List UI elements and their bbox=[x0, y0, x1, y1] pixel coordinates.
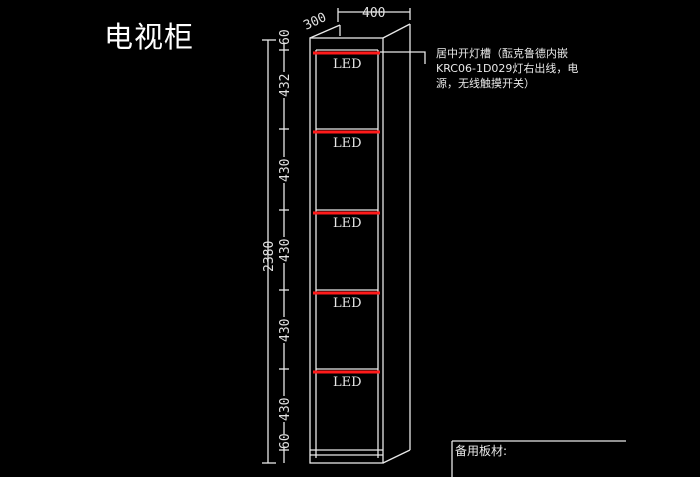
spare-material-label: 备用板材: bbox=[455, 444, 508, 458]
drawing-line bbox=[278, 317, 290, 343]
segment-dimension: 60 bbox=[278, 29, 293, 45]
drawing-line bbox=[278, 396, 290, 422]
led-label: LED bbox=[333, 375, 362, 390]
led-label: LED bbox=[333, 216, 362, 231]
drawing-line bbox=[278, 237, 290, 263]
led-label: LED bbox=[333, 296, 362, 311]
segment-dimension: 430 bbox=[278, 319, 293, 342]
drawing-line bbox=[382, 23, 411, 39]
segment-dimension: 430 bbox=[278, 239, 293, 262]
drawing-title: 电视柜 bbox=[104, 20, 195, 54]
note-leader bbox=[380, 51, 426, 64]
cabinet-outline bbox=[309, 23, 411, 464]
drawing-line bbox=[278, 28, 290, 44]
led-label: LED bbox=[333, 57, 362, 72]
width-dimension: 400 bbox=[362, 6, 385, 21]
material-table bbox=[451, 440, 626, 477]
shelves bbox=[316, 49, 378, 370]
segment-dimension: 430 bbox=[278, 159, 293, 182]
drawing-line bbox=[278, 157, 290, 183]
height-ticks bbox=[279, 49, 289, 451]
drawing-line bbox=[382, 449, 411, 464]
drawing-line bbox=[278, 434, 290, 448]
drawing-line bbox=[278, 72, 290, 98]
led-label: LED bbox=[333, 136, 362, 151]
segment-dimension: 432 bbox=[278, 74, 293, 97]
drawing-line bbox=[309, 24, 341, 39]
segment-dimension: 430 bbox=[278, 398, 293, 421]
depth-dimension: 300 bbox=[301, 10, 329, 34]
led-strips bbox=[313, 51, 380, 374]
drawing-line bbox=[309, 37, 384, 464]
total-height-dimension: 2380 bbox=[262, 241, 277, 272]
led-slot-note: 居中开灯槽（酝克鲁德内嵌KRC06-1D029灯右出线，电源，无线触摸开关） bbox=[436, 47, 579, 90]
segment-dimension: 60 bbox=[278, 433, 293, 449]
segment-labels: 60 432 430 430 430 430 60 bbox=[278, 28, 293, 449]
